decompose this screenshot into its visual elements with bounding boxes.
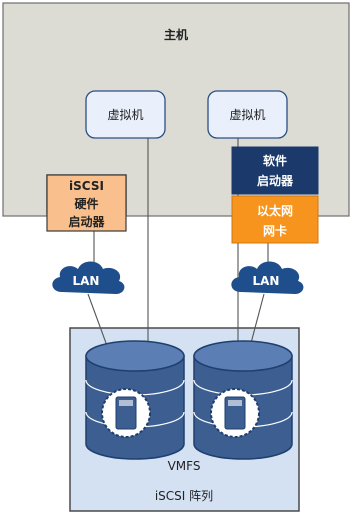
vmfs-label: VMFS: [168, 459, 201, 473]
vm-right-box[interactable]: 虚拟机: [207, 90, 288, 139]
vm-right-label: 虚拟机: [229, 108, 265, 122]
lan-left-cloud: LAN: [52, 261, 125, 294]
ethernet-nic-box[interactable]: 以太网 网卡: [231, 195, 319, 244]
hw-initiator-lower: [47, 214, 126, 216]
disk-left: [85, 340, 185, 460]
nic-line2: 网卡: [263, 223, 287, 238]
hw-initiator-line1: iSCSI: [69, 179, 104, 193]
software-initiator-box[interactable]: 软件 启动器: [231, 146, 319, 195]
vm-left-label: 虚拟机: [107, 108, 143, 122]
hw-initiator-line2: 硬件: [74, 194, 98, 209]
iscsi-array-label: iSCSI 阵列: [155, 489, 213, 503]
lan-left-label: LAN: [73, 274, 100, 288]
host-label: 主机: [164, 27, 188, 42]
sw-initiator-line2: 启动器: [257, 173, 294, 188]
disk-right: [193, 340, 293, 460]
vm-left-box[interactable]: 虚拟机: [85, 90, 166, 139]
lan-right-cloud: LAN: [231, 261, 304, 294]
lan-right-label: LAN: [253, 274, 280, 288]
sw-initiator-line1: 软件: [263, 153, 287, 168]
nic-line1: 以太网: [257, 203, 293, 218]
iscsi-hardware-initiator-box[interactable]: iSCSI 硬件: [46, 174, 127, 216]
